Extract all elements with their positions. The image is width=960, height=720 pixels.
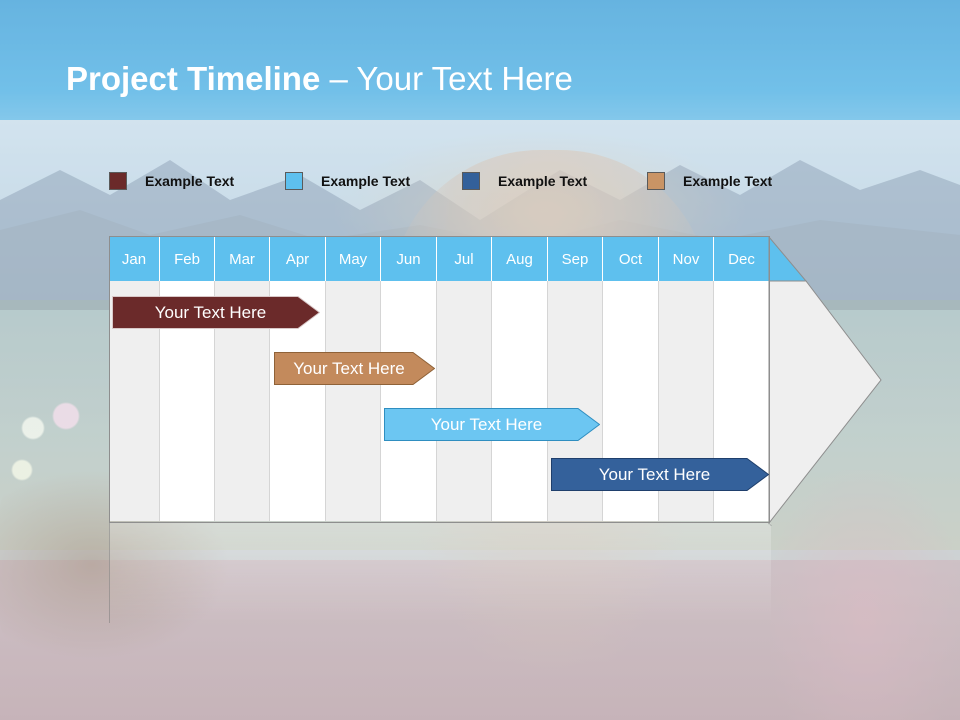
month-header-jun: Jun: [381, 237, 437, 281]
month-column: [381, 281, 437, 521]
month-header-may: May: [326, 237, 381, 281]
month-header-apr: Apr: [270, 237, 326, 281]
task-label: Your Text Here: [293, 358, 405, 378]
legend-item: Example Text: [647, 170, 772, 192]
task-label: Your Text Here: [430, 414, 543, 434]
month-header-oct: Oct: [603, 237, 659, 281]
month-column: [326, 281, 381, 521]
task-arrow-shape: [274, 352, 435, 385]
task-arrow-shape: [384, 408, 600, 441]
month-header-nov: Nov: [659, 237, 714, 281]
month-header-aug: Aug: [492, 237, 548, 281]
legend-swatch: [462, 172, 480, 190]
month-header-mar: Mar: [215, 237, 270, 281]
task-label: Your Text Here: [154, 302, 267, 322]
flowers: [0, 380, 110, 500]
floral-dress: [770, 470, 960, 720]
legend-item: Example Text: [109, 170, 234, 192]
legend-label: Example Text: [321, 173, 411, 189]
task-bar[interactable]: Your Text Here: [384, 408, 600, 441]
legend-item: Example Text: [462, 170, 587, 192]
legend-swatch: [109, 172, 127, 190]
month-column: [492, 281, 548, 521]
task-bar[interactable]: Your Text Here: [274, 352, 435, 385]
legend-label: Example Text: [683, 173, 773, 189]
title-rest: – Your Text Here: [320, 60, 573, 97]
month-header-feb: Feb: [160, 237, 215, 281]
task-bar[interactable]: Your Text Here: [551, 458, 769, 491]
task-label: Your Text Here: [598, 464, 711, 484]
legend-item: Example Text: [285, 170, 410, 192]
task-arrow-shape: [112, 296, 320, 329]
month-header-sep: Sep: [548, 237, 603, 281]
title-bold: Project Timeline: [66, 60, 321, 97]
month-header-jan: Jan: [109, 237, 160, 281]
legend-label: Example Text: [145, 173, 235, 189]
slide-title: Project Timeline – Your Text Here: [66, 60, 573, 98]
timeline-reflection: [109, 523, 771, 623]
task-arrow-shape: [551, 458, 769, 491]
month-header-jul: Jul: [437, 237, 492, 281]
legend-swatch: [647, 172, 665, 190]
legend-label: Example Text: [498, 173, 588, 189]
timeline-arrow-head: [768, 236, 882, 526]
legend-swatch: [285, 172, 303, 190]
month-column: [437, 281, 492, 521]
task-bar[interactable]: Your Text Here: [112, 296, 320, 329]
month-header-dec: Dec: [714, 237, 770, 281]
